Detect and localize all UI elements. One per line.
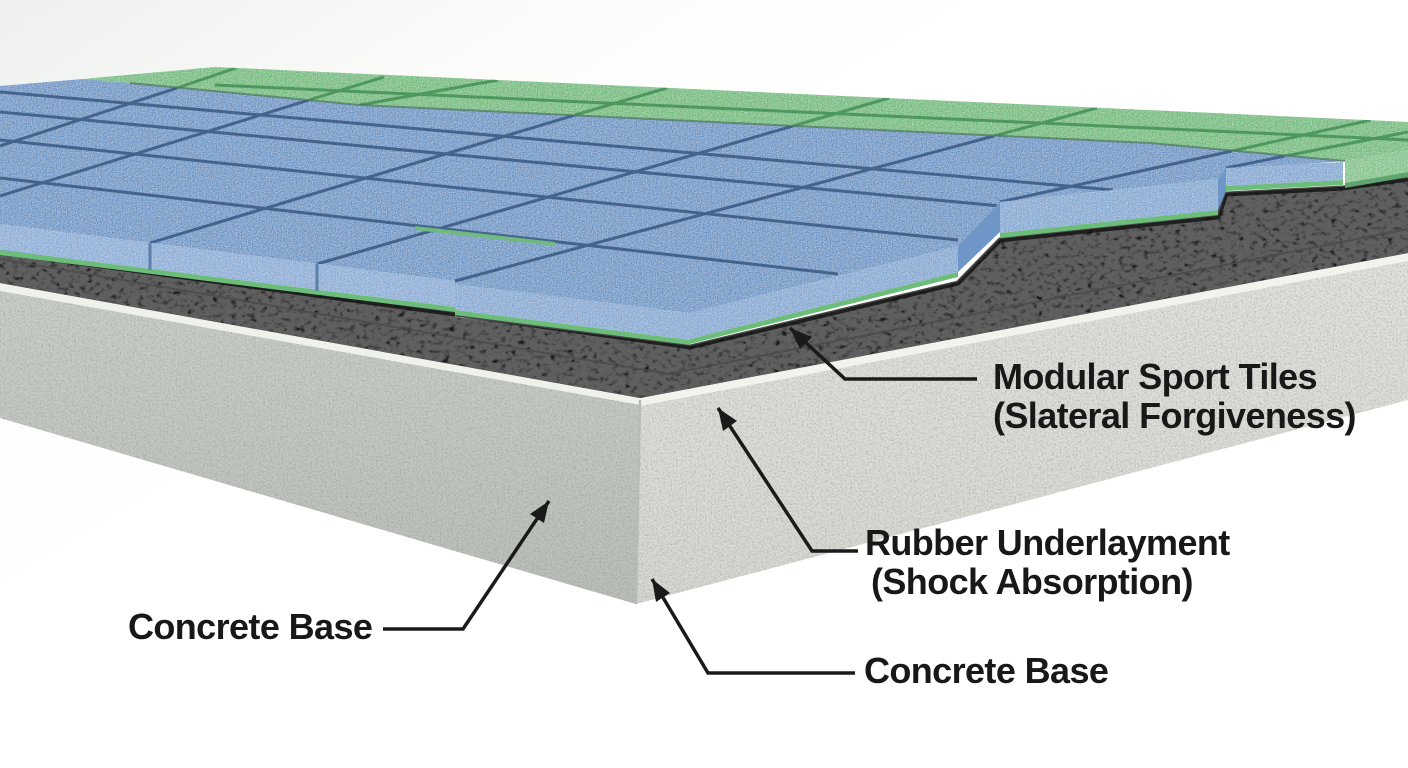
tile-surface-blue <box>0 79 1345 313</box>
label-modular-sport-tiles-line1: Modular Sport Tiles <box>993 356 1318 397</box>
label-rubber-underlayment-line1: Rubber Underlayment <box>865 522 1230 563</box>
rubber-front-top-edge <box>0 228 1408 376</box>
label-modular-sport-tiles: Modular Sport Tiles (Slateral Forgivenes… <box>993 356 1357 436</box>
label-concrete-base-left: Concrete Base <box>128 606 373 647</box>
leader-line-rubber-underlayment <box>716 407 858 553</box>
tile-color-boundary-seam <box>129 82 1346 162</box>
concrete-base-layer <box>0 253 1408 605</box>
rubber-underlayment-layer <box>0 176 1408 398</box>
arrowhead-concrete-base-left <box>530 501 549 523</box>
label-concrete-base-bottom-text: Concrete Base <box>864 650 1109 691</box>
concrete-side-face-shading <box>636 253 1408 604</box>
tile-surface-green <box>83 67 1408 161</box>
tile-seams-blue <box>0 86 1286 283</box>
arrowhead-concrete-base-bottom <box>652 579 670 602</box>
tile-front-bevels-right <box>690 150 1408 344</box>
label-concrete-base-left-text: Concrete Base <box>128 606 373 647</box>
shifted-tile-green-underlayer-sliver <box>414 226 556 246</box>
arrowhead-modular-tiles <box>790 328 812 349</box>
concrete-front-face-shading <box>0 283 640 604</box>
label-rubber-underlayment: Rubber Underlayment (Shock Absorption) <box>865 523 1230 601</box>
arrowhead-rubber-underlayment <box>718 408 737 431</box>
rubber-granule-band <box>0 178 1408 398</box>
under-tile-shadow <box>0 176 1408 350</box>
concrete-top-bevel-left <box>0 283 640 405</box>
callout-leaders <box>383 326 977 675</box>
callout-arrowheads <box>530 328 812 602</box>
tile-front-bevels-left <box>0 224 690 345</box>
concrete-corner-edge <box>634 399 642 605</box>
leader-line-modular-tiles <box>788 326 977 381</box>
label-rubber-underlayment-line2: (Shock Absorption) <box>871 561 1193 602</box>
leader-line-concrete-base-left <box>383 500 551 631</box>
leader-line-concrete-base-bottom <box>650 578 855 675</box>
label-modular-sport-tiles-line2: (Slateral Forgiveness) <box>993 395 1357 436</box>
modular-sport-tiles-layer <box>0 67 1408 345</box>
label-concrete-base-bottom: Concrete Base <box>864 650 1109 691</box>
tile-seams-green <box>176 67 1408 158</box>
